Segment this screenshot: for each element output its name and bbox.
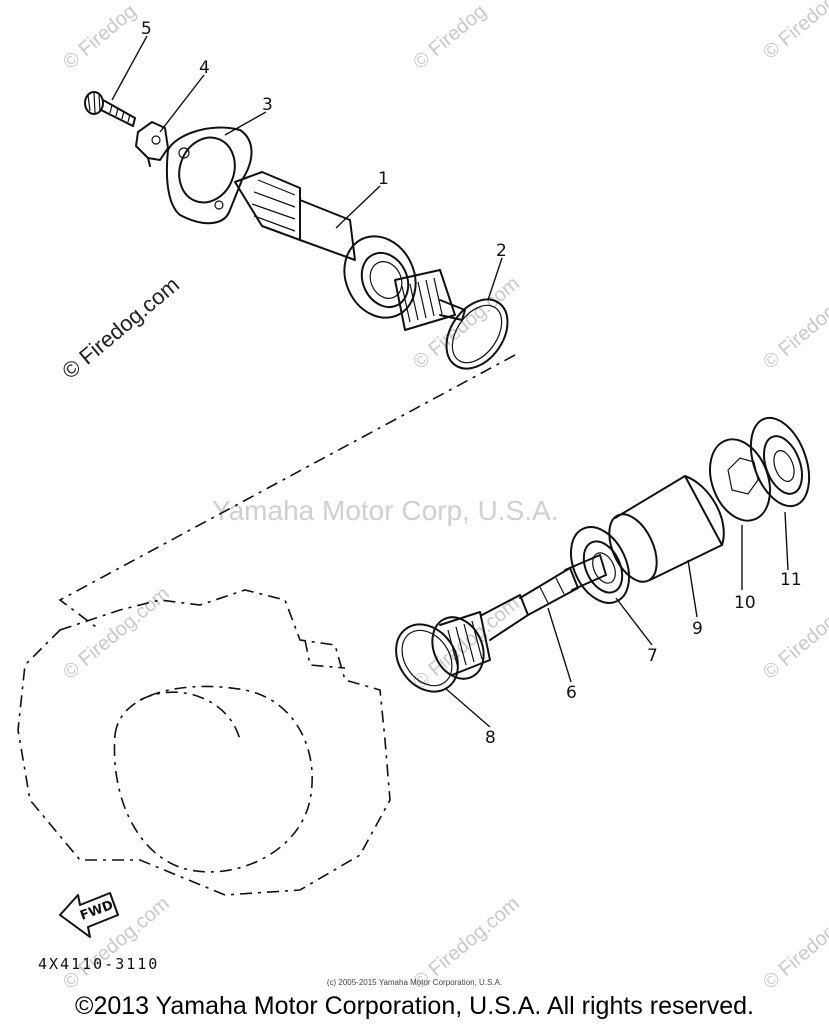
circlip-part-2 (445, 298, 509, 370)
plate-part-4 (135, 121, 169, 167)
assembly-leader-line (58, 354, 516, 631)
watermark: © Firedog.com (59, 582, 174, 683)
callout-8: 8 (485, 728, 496, 748)
watermark: © Firedog (409, 0, 491, 73)
callout-7: 7 (647, 646, 658, 666)
watermark: © Firedog (759, 610, 829, 683)
callout-10: 10 (734, 593, 756, 613)
callout-9: 9 (692, 619, 703, 639)
engine-outline (17, 589, 391, 896)
callout-6: 6 (566, 683, 577, 703)
watermark: © Firedog (59, 0, 141, 73)
leader-lines (111, 35, 789, 728)
center-watermark: Yamaha Motor Corp, U.S.A. (212, 495, 559, 526)
pinion-shaft-part-6 (431, 554, 607, 680)
callout-2: 2 (496, 241, 507, 261)
sleeve-part-9 (608, 475, 725, 583)
hex-nut-part-10 (709, 438, 771, 522)
fwd-label: FWD (78, 898, 115, 924)
watermark-layer: © Firedog © Firedog © Firedog © Firedog.… (59, 0, 829, 994)
copyright-notice: ©2013 Yamaha Motor Corporation, U.S.A. A… (75, 992, 754, 1020)
housing-plate-part-3 (165, 126, 253, 225)
callout-3: 3 (262, 95, 273, 115)
callout-1: 1 (378, 169, 389, 189)
watermark: © Firedog (759, 0, 829, 64)
bearing-nut-part-11 (749, 416, 811, 508)
callout-5: 5 (141, 19, 152, 39)
callout-11: 11 (780, 570, 802, 590)
drive-shaft-part-1 (234, 171, 466, 331)
drawing-code: 4X4110-3110 (38, 955, 160, 973)
screw-part-5 (84, 91, 136, 127)
callouts: 5 4 3 1 2 6 7 8 9 10 11 (141, 19, 802, 748)
watermark-dark: © Firedog.com (57, 272, 184, 384)
bearing-part-7 (569, 526, 631, 604)
shim-part-8 (395, 623, 459, 693)
fwd-arrow-icon: FWD (59, 892, 119, 938)
small-credit: (c) 2005-2015 Yamaha Motor Corporation, … (326, 978, 503, 987)
watermark: © Firedog (759, 300, 829, 373)
callout-4: 4 (199, 58, 210, 78)
